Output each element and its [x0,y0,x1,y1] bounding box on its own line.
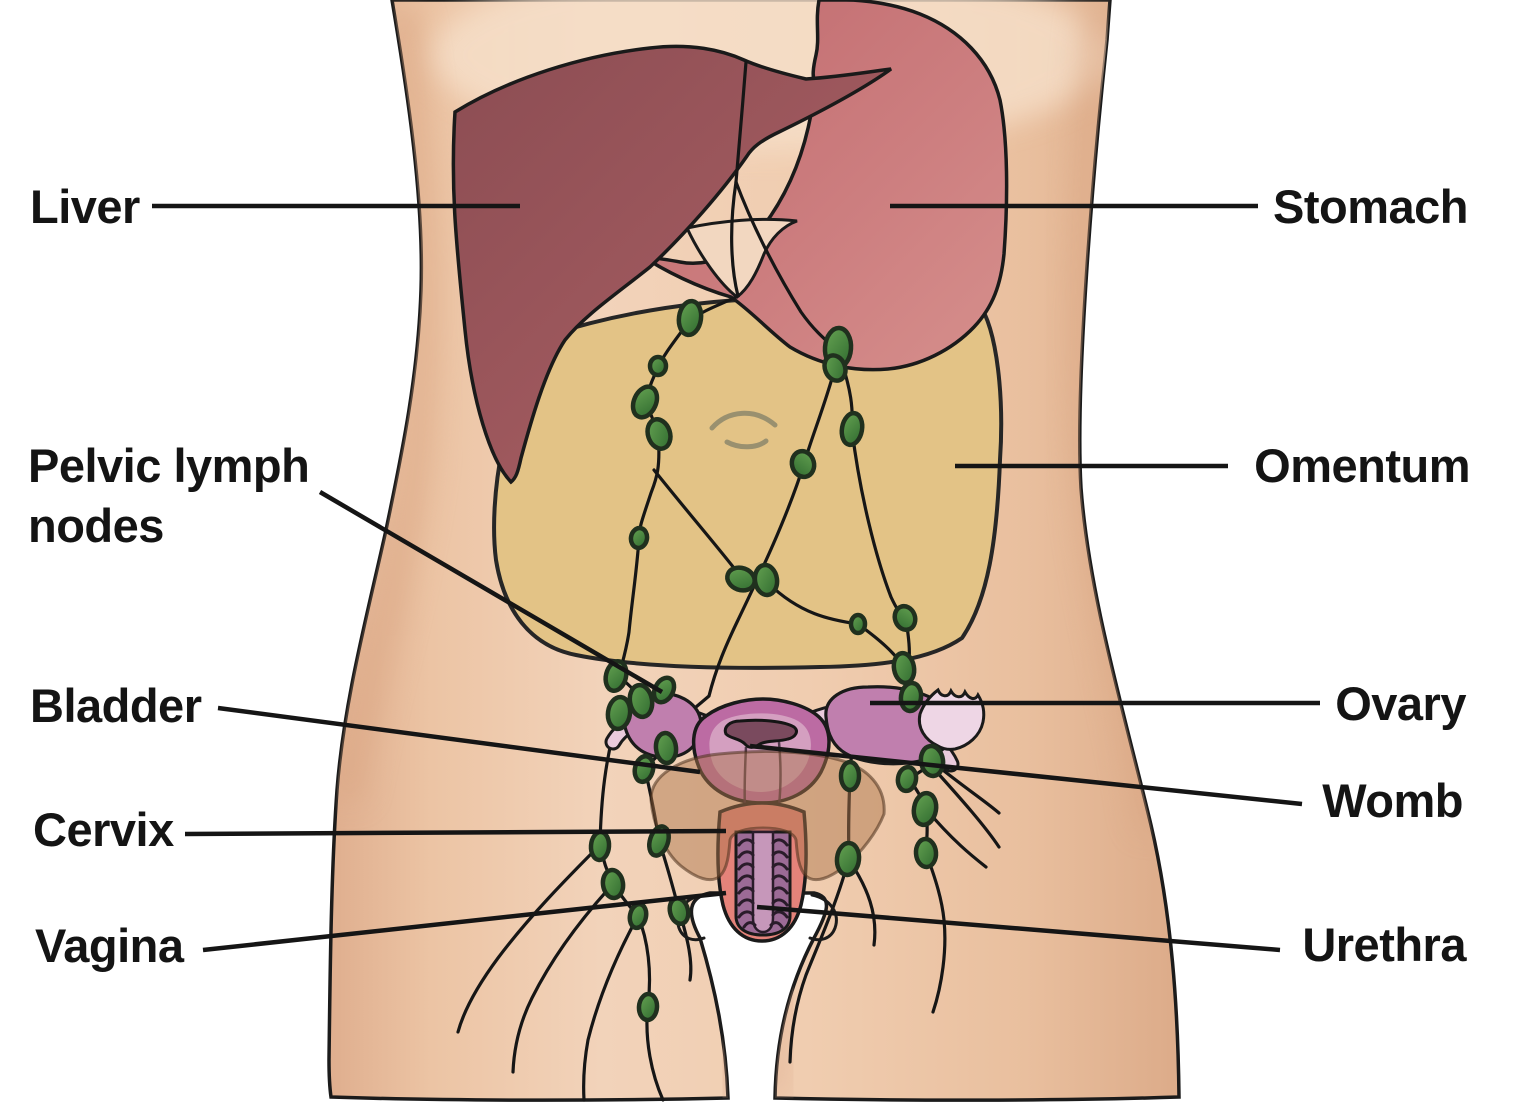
urethra-pointer-line [756,904,1281,953]
lymph-node [822,353,848,383]
cervix-pointer-line [184,828,727,837]
lymph-node [647,824,671,858]
label-vagina: Vagina [35,919,185,972]
label-liver: Liver [30,180,140,233]
lymph-node [645,417,673,451]
lymph-node [892,603,918,633]
lymph-node [895,764,919,794]
liver-shape [451,44,893,485]
lymph-nodes [588,298,946,1023]
vagina-rugae [737,838,789,929]
vagina-pointer-line [202,890,727,953]
lymph-node [752,562,780,598]
label-urethra: Urethra [1302,918,1467,971]
lymph-node [913,836,939,870]
lymph-node [651,675,677,705]
label-lines [152,203,1320,953]
navel [709,410,778,450]
lymph-node [789,448,817,480]
womb-pointer-line [749,743,1303,807]
lymph-node [898,680,924,714]
label-pelvic-lymph-line1: Pelvic lymph [28,439,309,492]
pelvic-lymph-nodes-pointer-line [318,490,664,694]
lymph-node [653,730,679,766]
lymph-node [605,694,633,732]
lymph-node [636,991,660,1023]
lymph-node [600,867,626,901]
label-womb: Womb [1322,774,1463,827]
uterus-cavity [723,718,798,749]
lymph-node [838,759,862,793]
lymph-node [839,410,865,448]
lymph-node [918,743,946,779]
bladder-pointer-line [217,705,701,775]
lymph-node [630,384,660,420]
label-bladder: Bladder [30,679,202,732]
label-pelvic-lymph-line2: nodes [28,499,164,552]
lymph-node [848,612,868,636]
lymph-node [647,354,669,378]
lymph-node [676,298,704,338]
lymph-node [628,525,650,551]
label-ovary: Ovary [1335,677,1466,730]
label-stomach: Stomach [1273,180,1468,233]
lymph-node [834,840,862,878]
label-cervix: Cervix [33,803,174,856]
vulva-creases [676,893,838,942]
vagina-canal [751,830,775,934]
lymph-node [911,790,939,828]
labels: Liver Pelvic lymph nodes Bladder Cervix … [28,180,1471,972]
lymph-node [588,829,612,863]
label-omentum: Omentum [1254,439,1470,492]
